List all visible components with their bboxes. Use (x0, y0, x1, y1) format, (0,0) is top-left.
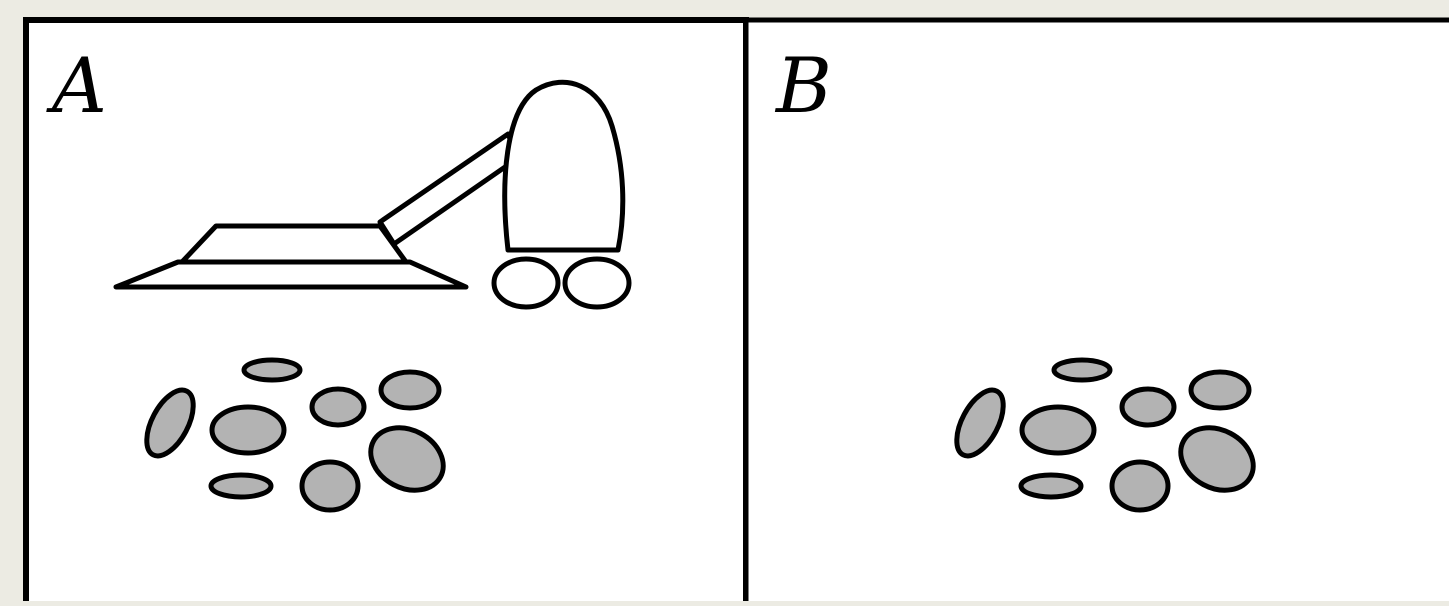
panel-a: A (23, 17, 749, 606)
vacuum-cleaner-icon (113, 79, 632, 310)
vacuum-wheel-back (562, 256, 632, 310)
panel-a-label: A (46, 41, 107, 130)
panel-b-label: B (774, 41, 832, 130)
panel-b: B (743, 17, 1449, 606)
vacuum-nozzle (179, 223, 409, 265)
vacuum-nozzle-base (113, 259, 469, 290)
panel-b-frame (743, 17, 1449, 606)
vacuum-body (502, 79, 626, 253)
vacuum-wheel-front (491, 256, 561, 310)
panel-a-frame (23, 17, 749, 606)
